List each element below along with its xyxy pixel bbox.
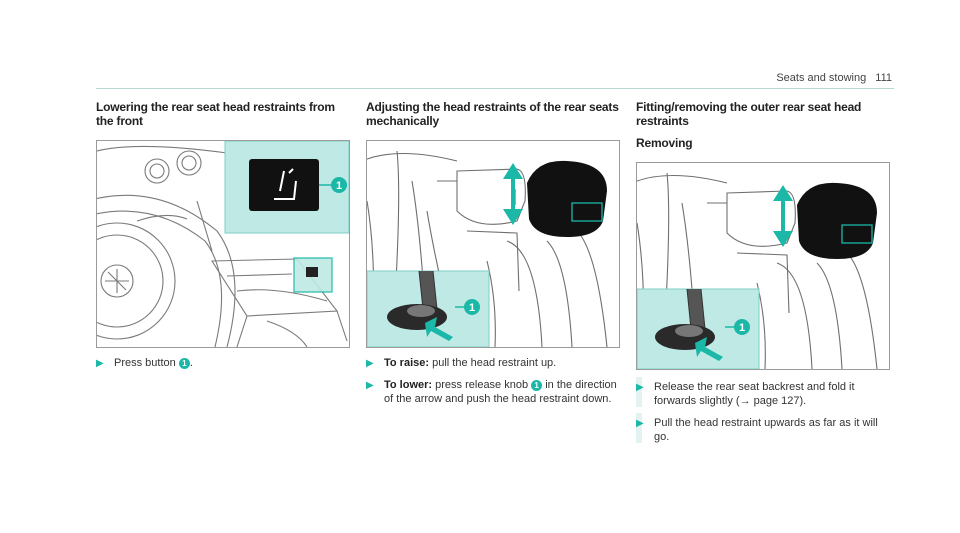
rear-seat-illustration: 1 [366,140,620,348]
removal-drawing: 1 [637,172,878,369]
header-text: Seats and stowing 111 [776,72,892,84]
step-lower: ▶ To lower: press release knob 1 in the … [366,379,617,405]
column-fitting-removing: Fitting/removing the outer rear seat hea… [636,100,890,443]
section-heading: Adjusting the head restraints of the rea… [366,100,619,128]
svg-text:1: 1 [469,302,475,314]
svg-text:1: 1 [336,180,342,192]
pull-up-arrow [773,185,793,247]
press-arrow [425,317,453,341]
raise-lower-arrow [503,163,523,225]
subheading: Removing [636,136,693,150]
rear-seat-drawing: 1 [367,150,608,347]
step-pull-head-restraint: ▶ Pull the head restraint upwards as far… [636,413,890,446]
step-arrow-icon: ▶ [96,358,104,369]
dashboard-illustration: 1 [96,140,350,348]
step-arrow-icon: ▶ [366,380,374,391]
head-restraint [797,182,877,259]
step-arrow-icon: ▶ [636,382,644,393]
press-arrow [695,337,723,361]
seat-icon [274,168,297,200]
callout-marker [331,177,347,193]
step-arrow-icon: ▶ [636,418,644,429]
step-bar [636,377,642,407]
section-heading: Fitting/removing the outer rear seat hea… [636,100,862,128]
column-adjusting: Adjusting the head restraints of the rea… [366,100,620,405]
page-number: 111 [875,72,892,84]
step-bar [636,413,642,443]
svg-text:1: 1 [739,322,745,334]
step-release-backrest: ▶ Release the rear seat backrest and fol… [636,377,890,410]
callout-marker [464,299,480,315]
dashboard-drawing: 1 [97,141,349,347]
callout-badge: 1 [531,379,543,391]
section-title: Seats and stowing [776,72,867,84]
step-arrow-icon: ▶ [366,358,374,369]
head-restraint [527,160,607,237]
head-restraint-removal-illustration: 1 [636,162,890,370]
button-closeup [249,159,319,211]
section-heading: Lowering the rear seat head restraints f… [96,100,335,128]
callout-badge: 1 [178,357,190,369]
callout-marker [734,319,750,335]
column-lowering: Lowering the rear seat head restraints f… [96,100,350,369]
header-rule [96,88,894,89]
